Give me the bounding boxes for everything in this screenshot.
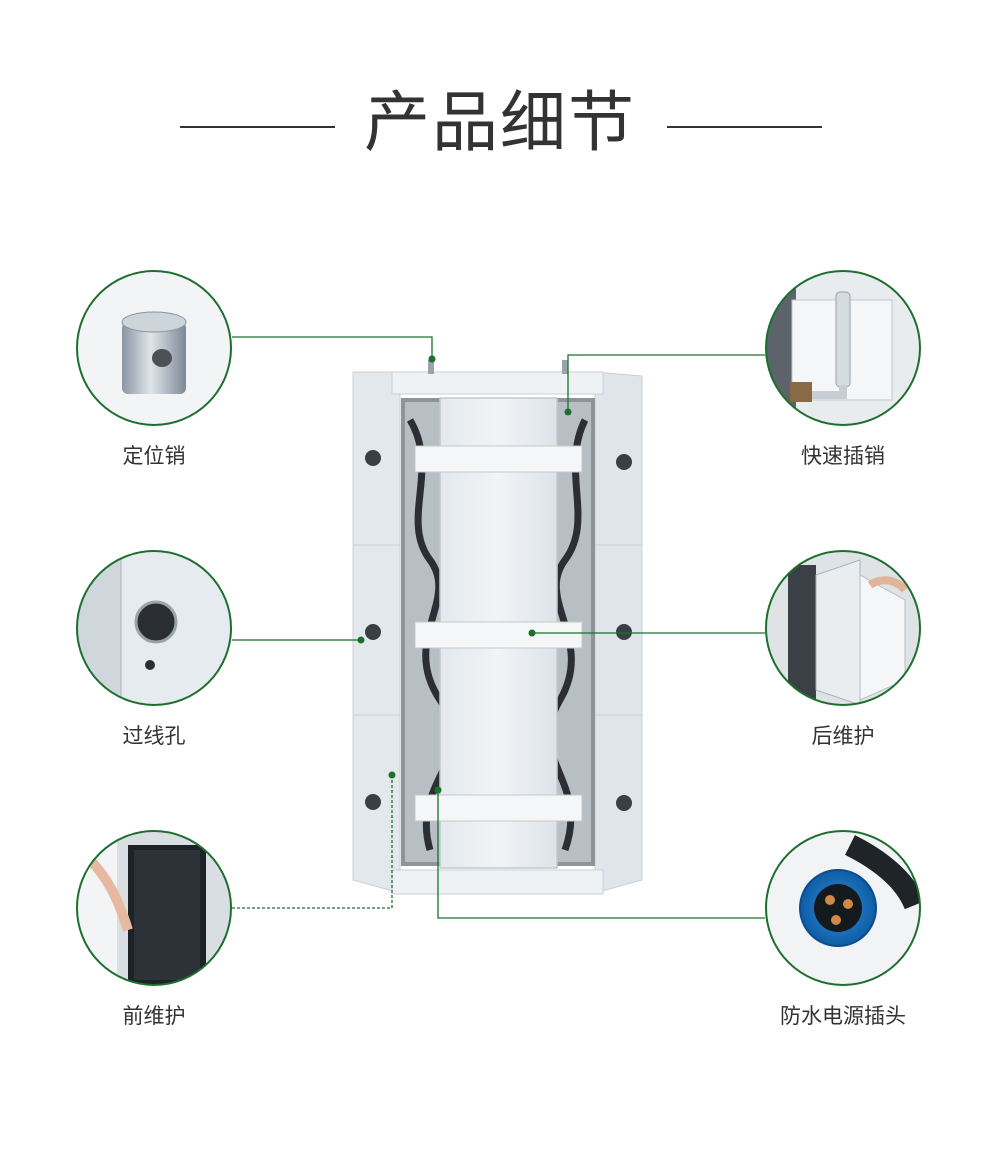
label-waterproof-plug: 防水电源插头: [780, 1004, 906, 1028]
connector-quick-latch: [567, 354, 765, 412]
title-divider-right: [667, 126, 822, 128]
label-rear-maintenance: 后维护: [811, 724, 875, 748]
label-front-maintenance: 前维护: [122, 1004, 186, 1028]
connector-lines: [232, 336, 765, 919]
front-maintenance-icon: [76, 830, 232, 986]
locating-pin-icon: [76, 270, 232, 426]
rear-maintenance-icon: [765, 550, 921, 706]
connector-locating-pin: [232, 336, 433, 359]
waterproof-plug-icon: [765, 830, 921, 986]
title-divider-left: [180, 126, 335, 128]
connector-front-maintenance: [232, 775, 393, 909]
label-wire-hole: 过线孔: [122, 724, 186, 748]
page-title: 产品细节: [364, 84, 636, 161]
connector-dots: [357, 355, 572, 794]
quick-latch-icon: [765, 270, 921, 426]
label-locating-pin: 定位销: [122, 444, 186, 468]
led-cabinet: [352, 360, 643, 895]
connector-waterproof-plug: [437, 790, 765, 919]
wire-hole-icon: [76, 550, 232, 706]
label-quick-latch: 快速插销: [801, 444, 885, 468]
